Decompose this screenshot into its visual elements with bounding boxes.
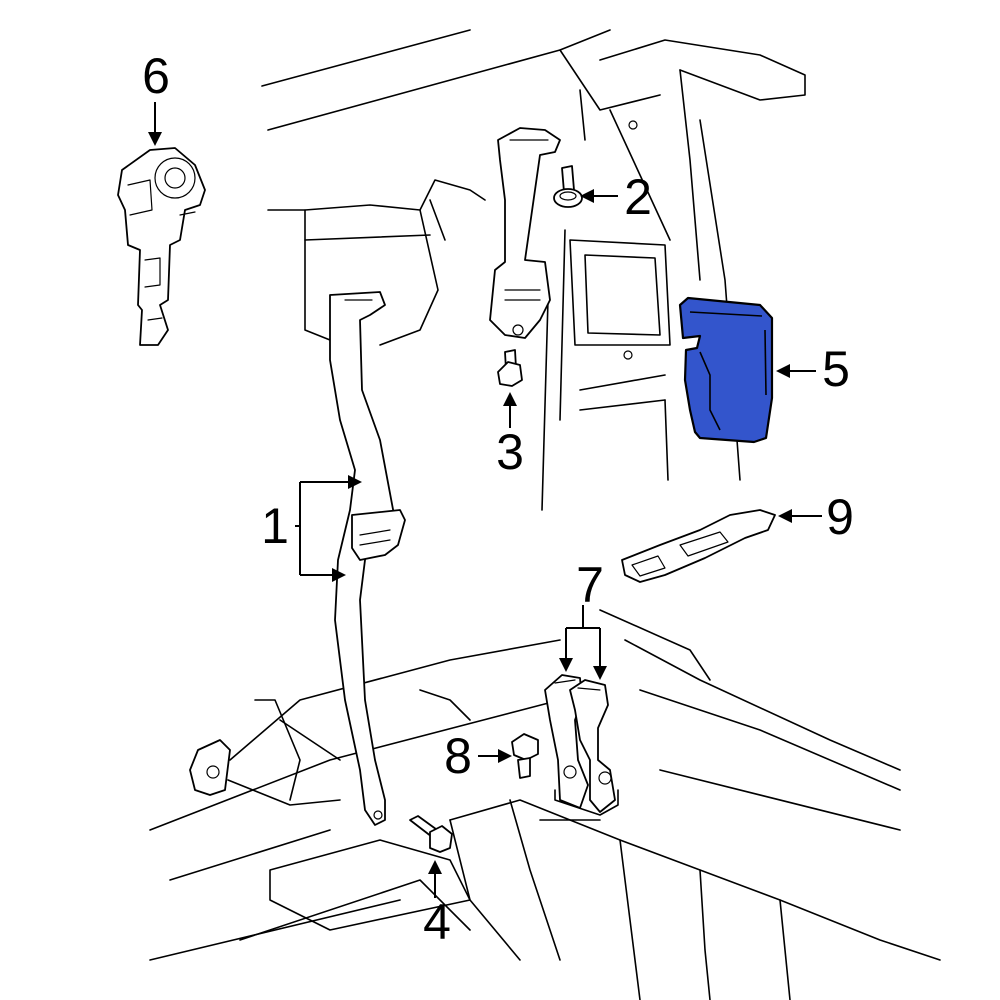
- callout-4: 4: [423, 894, 451, 950]
- leader-lines: [148, 102, 822, 898]
- callout-6: 6: [142, 48, 170, 104]
- highlighted-trim-cover: [678, 296, 774, 444]
- callout-7: 7: [576, 557, 604, 613]
- bolt-part-3: [497, 349, 523, 387]
- seat-belt-assembly: [329, 291, 406, 826]
- callout-labels: 1 2 3 4 5 6 7 8 9: [142, 48, 854, 950]
- retractor-part: [117, 147, 206, 346]
- bolt-part-8: [511, 733, 539, 779]
- buckle-assembly: [544, 674, 619, 816]
- vehicle-body-background: [149, 29, 941, 1000]
- callout-2: 2: [624, 169, 652, 225]
- callout-9: 9: [826, 489, 854, 545]
- trim-cover-panel: [678, 296, 774, 444]
- callout-1: 1: [261, 498, 289, 554]
- belt-tongue-part: [621, 509, 776, 583]
- callout-3: 3: [496, 424, 524, 480]
- callout-8: 8: [444, 728, 472, 784]
- shoulder-belt-guide: [489, 127, 561, 339]
- bolt-part-4: [409, 815, 453, 853]
- callout-5: 5: [822, 341, 850, 397]
- bolt-part-2: [553, 165, 583, 208]
